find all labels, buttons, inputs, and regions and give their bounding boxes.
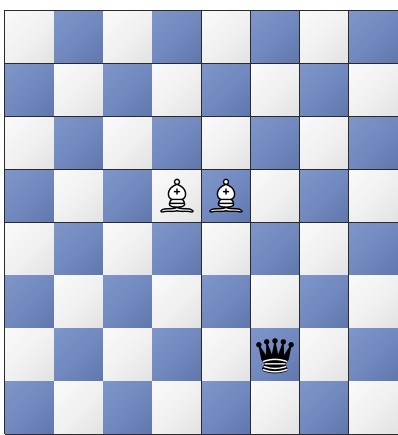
square-b2[interactable] [54, 328, 104, 381]
square-c8[interactable] [103, 11, 153, 64]
square-g3[interactable] [300, 275, 350, 328]
square-b8[interactable] [54, 11, 104, 64]
square-g8[interactable] [300, 11, 350, 64]
square-g1[interactable] [300, 381, 350, 434]
square-a3[interactable] [5, 275, 55, 328]
square-b5[interactable] [54, 170, 104, 223]
square-c6[interactable] [103, 117, 153, 170]
square-g7[interactable] [300, 64, 350, 117]
square-b3[interactable] [54, 275, 104, 328]
square-a8[interactable] [5, 11, 55, 64]
square-b7[interactable] [54, 64, 104, 117]
square-g2[interactable] [300, 328, 350, 381]
square-c1[interactable] [103, 381, 153, 434]
square-a7[interactable] [5, 64, 55, 117]
square-c7[interactable] [103, 64, 153, 117]
square-a4[interactable] [5, 223, 55, 276]
square-h5[interactable] [349, 170, 398, 223]
square-f3[interactable] [251, 275, 301, 328]
square-h3[interactable] [349, 275, 398, 328]
square-h8[interactable] [349, 11, 398, 64]
square-c2[interactable] [103, 328, 153, 381]
square-f4[interactable] [251, 223, 301, 276]
square-f6[interactable] [251, 117, 301, 170]
square-e3[interactable] [202, 275, 252, 328]
square-f8[interactable] [251, 11, 301, 64]
square-d6[interactable] [152, 117, 202, 170]
chessboard [4, 10, 398, 434]
white-bishop-icon[interactable] [152, 170, 201, 223]
square-c3[interactable] [103, 275, 153, 328]
black-queen-icon[interactable] [251, 328, 300, 381]
white-bishop-icon[interactable] [202, 170, 251, 223]
square-e6[interactable] [202, 117, 252, 170]
square-a1[interactable] [5, 381, 55, 434]
square-d1[interactable] [152, 381, 202, 434]
square-b1[interactable] [54, 381, 104, 434]
square-d7[interactable] [152, 64, 202, 117]
square-a6[interactable] [5, 117, 55, 170]
square-c4[interactable] [103, 223, 153, 276]
square-g5[interactable] [300, 170, 350, 223]
square-d3[interactable] [152, 275, 202, 328]
square-e8[interactable] [202, 11, 252, 64]
square-e2[interactable] [202, 328, 252, 381]
square-h4[interactable] [349, 223, 398, 276]
square-h7[interactable] [349, 64, 398, 117]
square-b6[interactable] [54, 117, 104, 170]
square-g6[interactable] [300, 117, 350, 170]
square-d8[interactable] [152, 11, 202, 64]
square-c5[interactable] [103, 170, 153, 223]
square-f5[interactable] [251, 170, 301, 223]
square-g4[interactable] [300, 223, 350, 276]
square-f7[interactable] [251, 64, 301, 117]
square-a5[interactable] [5, 170, 55, 223]
square-d4[interactable] [152, 223, 202, 276]
square-a2[interactable] [5, 328, 55, 381]
square-e7[interactable] [202, 64, 252, 117]
square-h1[interactable] [349, 381, 398, 434]
square-b4[interactable] [54, 223, 104, 276]
square-f1[interactable] [251, 381, 301, 434]
square-h6[interactable] [349, 117, 398, 170]
square-e4[interactable] [202, 223, 252, 276]
square-e1[interactable] [202, 381, 252, 434]
square-h2[interactable] [349, 328, 398, 381]
square-d2[interactable] [152, 328, 202, 381]
